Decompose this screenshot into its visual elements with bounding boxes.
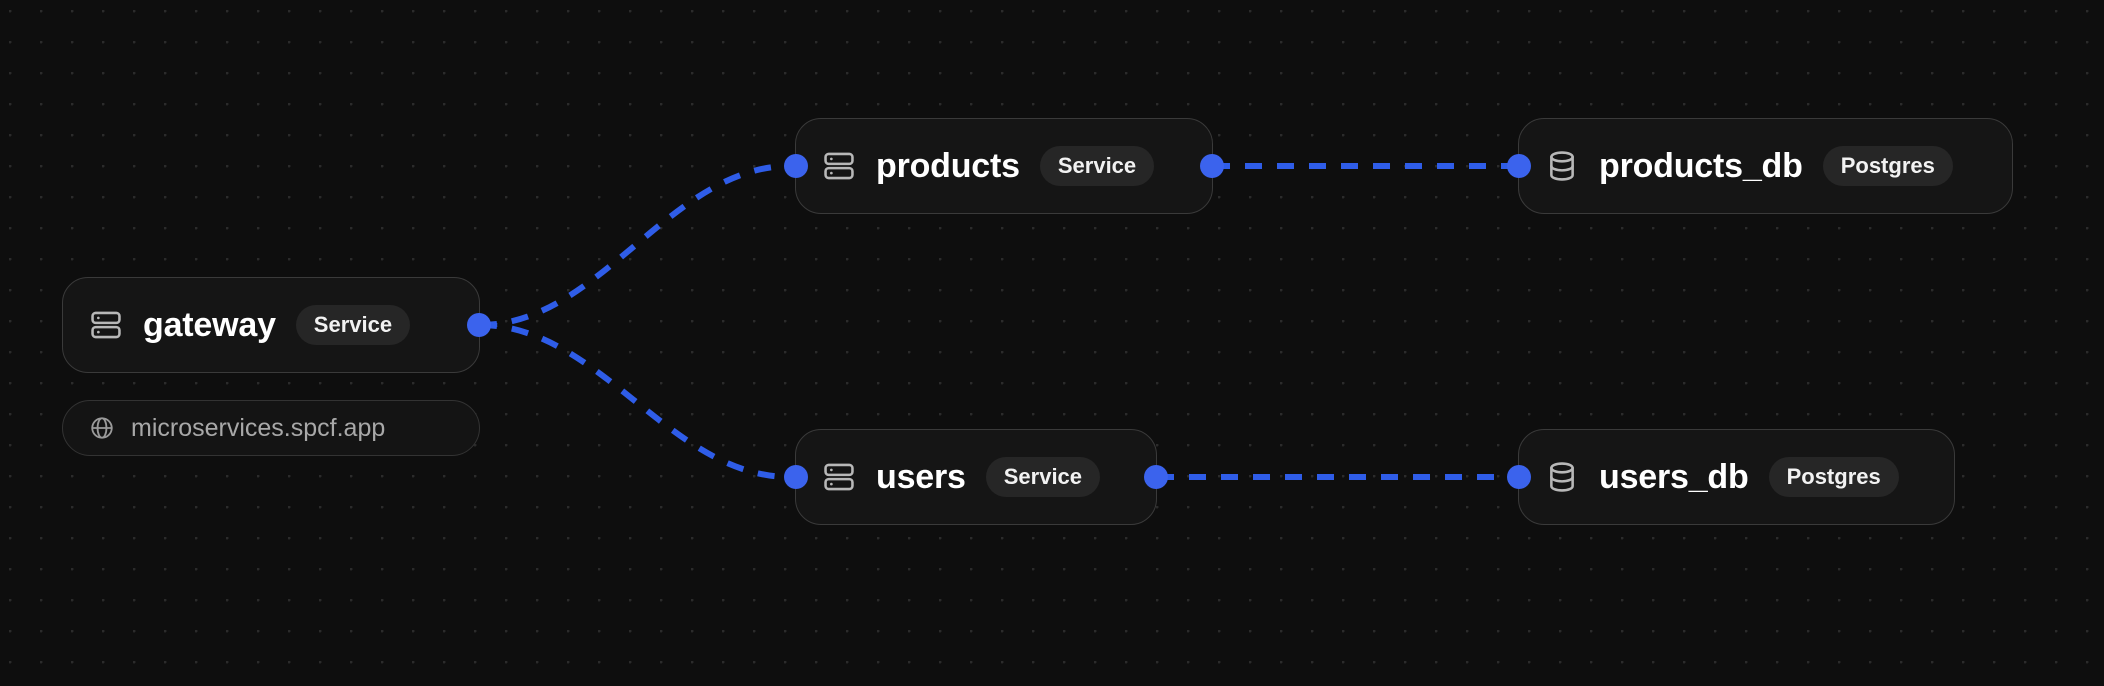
node-label: gateway [143,305,276,344]
globe-icon [89,415,115,441]
handle-source[interactable] [467,313,491,337]
handle-source[interactable] [1200,154,1224,178]
handle-target[interactable] [1507,154,1531,178]
handle-source[interactable] [1144,465,1168,489]
url-label: microservices.spcf.app [131,413,386,442]
node-badge: Postgres [1768,457,1899,497]
node-badge: Service [295,305,411,345]
handle-target[interactable] [784,154,808,178]
node-badge: Postgres [1822,146,1953,186]
server-icon [822,149,856,183]
database-icon [1545,149,1579,183]
node-products-db[interactable]: products_db Postgres [1507,118,2013,214]
edge-gateway-to-users [479,322,791,480]
handle-target[interactable] [1507,465,1531,489]
node-users[interactable]: users Service [784,429,1168,525]
node-label: products_db [1599,146,1803,185]
server-icon [89,308,123,342]
handle-target[interactable] [784,465,808,489]
node-users-db[interactable]: users_db Postgres [1507,429,1955,525]
database-icon [1545,460,1579,494]
server-icon [822,460,856,494]
node-badge: Service [985,457,1101,497]
node-label: users_db [1599,457,1749,496]
node-label: users [876,457,966,496]
edge-gateway-to-products [479,163,791,328]
node-gateway[interactable]: gateway Service [62,277,491,373]
node-badge: Service [1039,146,1155,186]
node-label: products [876,146,1020,185]
node-url-chip[interactable]: microservices.spcf.app [62,400,480,456]
node-products[interactable]: products Service [784,118,1224,214]
